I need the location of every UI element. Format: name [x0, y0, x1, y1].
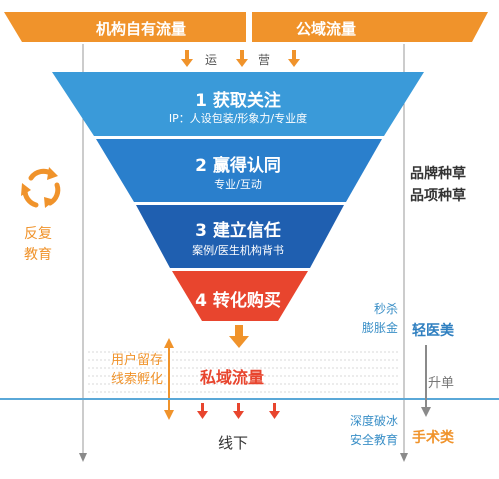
banner-right-shape: [252, 12, 488, 42]
planting-line-2: 品项种草: [410, 188, 466, 204]
retention-line-2: 线索孵化: [110, 372, 163, 387]
surgery-note-2: 安全教育: [349, 433, 398, 447]
offline-label: 线下: [218, 434, 249, 452]
private-traffic-label: 私域流量: [200, 368, 265, 387]
retention-note: 用户留存 线索孵化: [89, 351, 163, 389]
light-medical-note-2: 膨胀金: [361, 321, 398, 335]
funnel-tier-2: [96, 139, 382, 202]
operate-char-1: 运: [205, 53, 218, 67]
light-medical-note-1: 秒杀: [373, 302, 398, 316]
banner-right-label: 公域流量: [296, 20, 357, 38]
light-medical-note: 秒杀 膨胀金: [338, 300, 398, 338]
operate-char-2: 营: [258, 53, 271, 67]
tier-1-subtitle: IP：人设包装/形象力/专业度: [168, 112, 308, 125]
right-guide-arrowhead: [400, 453, 408, 462]
cycle-label-line-1: 反复: [24, 226, 52, 242]
offline-arrows: [197, 403, 280, 419]
funnel-tier-1: [52, 72, 424, 136]
banner-left-shape: [4, 12, 246, 42]
funnel-tier-3: [136, 205, 344, 268]
planting-line-1: 品牌种草: [410, 166, 466, 182]
surgery-note-1: 深度破冰: [349, 414, 398, 428]
light-medical-label: 轻医美: [412, 323, 454, 339]
tier-1-title: 1 获取关注: [195, 91, 281, 111]
tier-3-subtitle: 案例/医生机构背书: [192, 244, 284, 257]
convert-arrowhead: [229, 336, 249, 348]
operate-arrows: [181, 50, 300, 67]
convert-arrow-shaft: [235, 325, 243, 337]
surgery-note: 深度破冰 安全教育: [330, 412, 398, 450]
tier-3-title: 3 建立信任: [195, 221, 281, 241]
cycle-label-line-2: 教育: [24, 247, 52, 263]
tier-4-title: 4 转化购买: [195, 291, 281, 311]
surgery-label: 手术类: [412, 430, 454, 446]
left-guide-arrowhead: [79, 453, 87, 462]
funnel-tier-4: [172, 271, 308, 321]
tier-2-subtitle: 专业/互动: [214, 178, 262, 191]
banner-left-label: 机构自有流量: [96, 20, 187, 38]
tier-2-title: 2 赢得认同: [195, 156, 281, 176]
planting-labels: 品牌种草 品项种草: [410, 163, 466, 207]
cycle-label: 反复 教育: [24, 224, 52, 266]
retention-line-1: 用户留存: [110, 353, 163, 368]
upgrade-label: 升单: [428, 376, 455, 391]
